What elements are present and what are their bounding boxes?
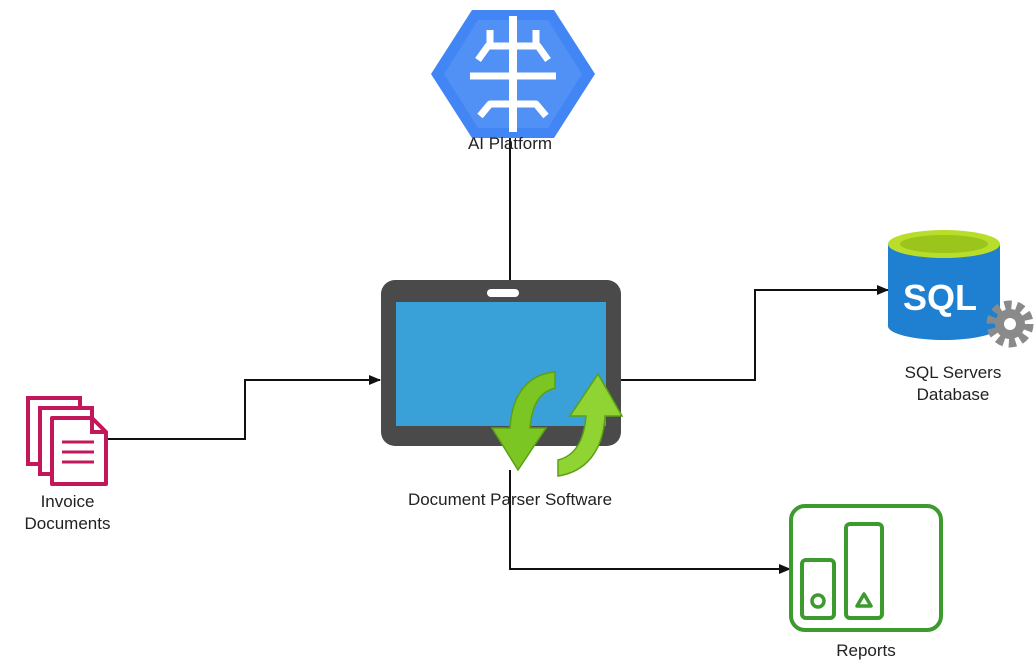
sql-database-icon: SQL: [888, 230, 1034, 348]
edge-parser-to-reports: [509, 470, 791, 574]
document-parser-label: Document Parser Software: [407, 490, 613, 509]
bar-chart-icon: [789, 504, 943, 632]
documents-icon: [26, 396, 108, 486]
edge-parser-to-sql: [620, 285, 889, 381]
sql-database-label-line1: SQL Servers: [904, 363, 1002, 382]
invoice-documents-label: Invoice Documents: [0, 491, 135, 535]
invoice-documents-label-line1: Invoice: [40, 492, 95, 511]
edge-invoice-to-parser: [108, 375, 381, 440]
reports-label: Reports: [836, 641, 896, 660]
sql-database-label: SQL Servers Database: [878, 362, 1028, 406]
sql-icon-text: SQL: [903, 277, 977, 318]
sql-database-label-line2: Database: [916, 385, 990, 404]
ai-platform-brain-icon: [431, 10, 595, 138]
tablet-sync-icon: [381, 280, 624, 477]
gear-icon: [986, 300, 1034, 348]
invoice-documents-label-line2: Documents: [24, 514, 111, 533]
ai-platform-label: AI Platform: [467, 134, 553, 153]
